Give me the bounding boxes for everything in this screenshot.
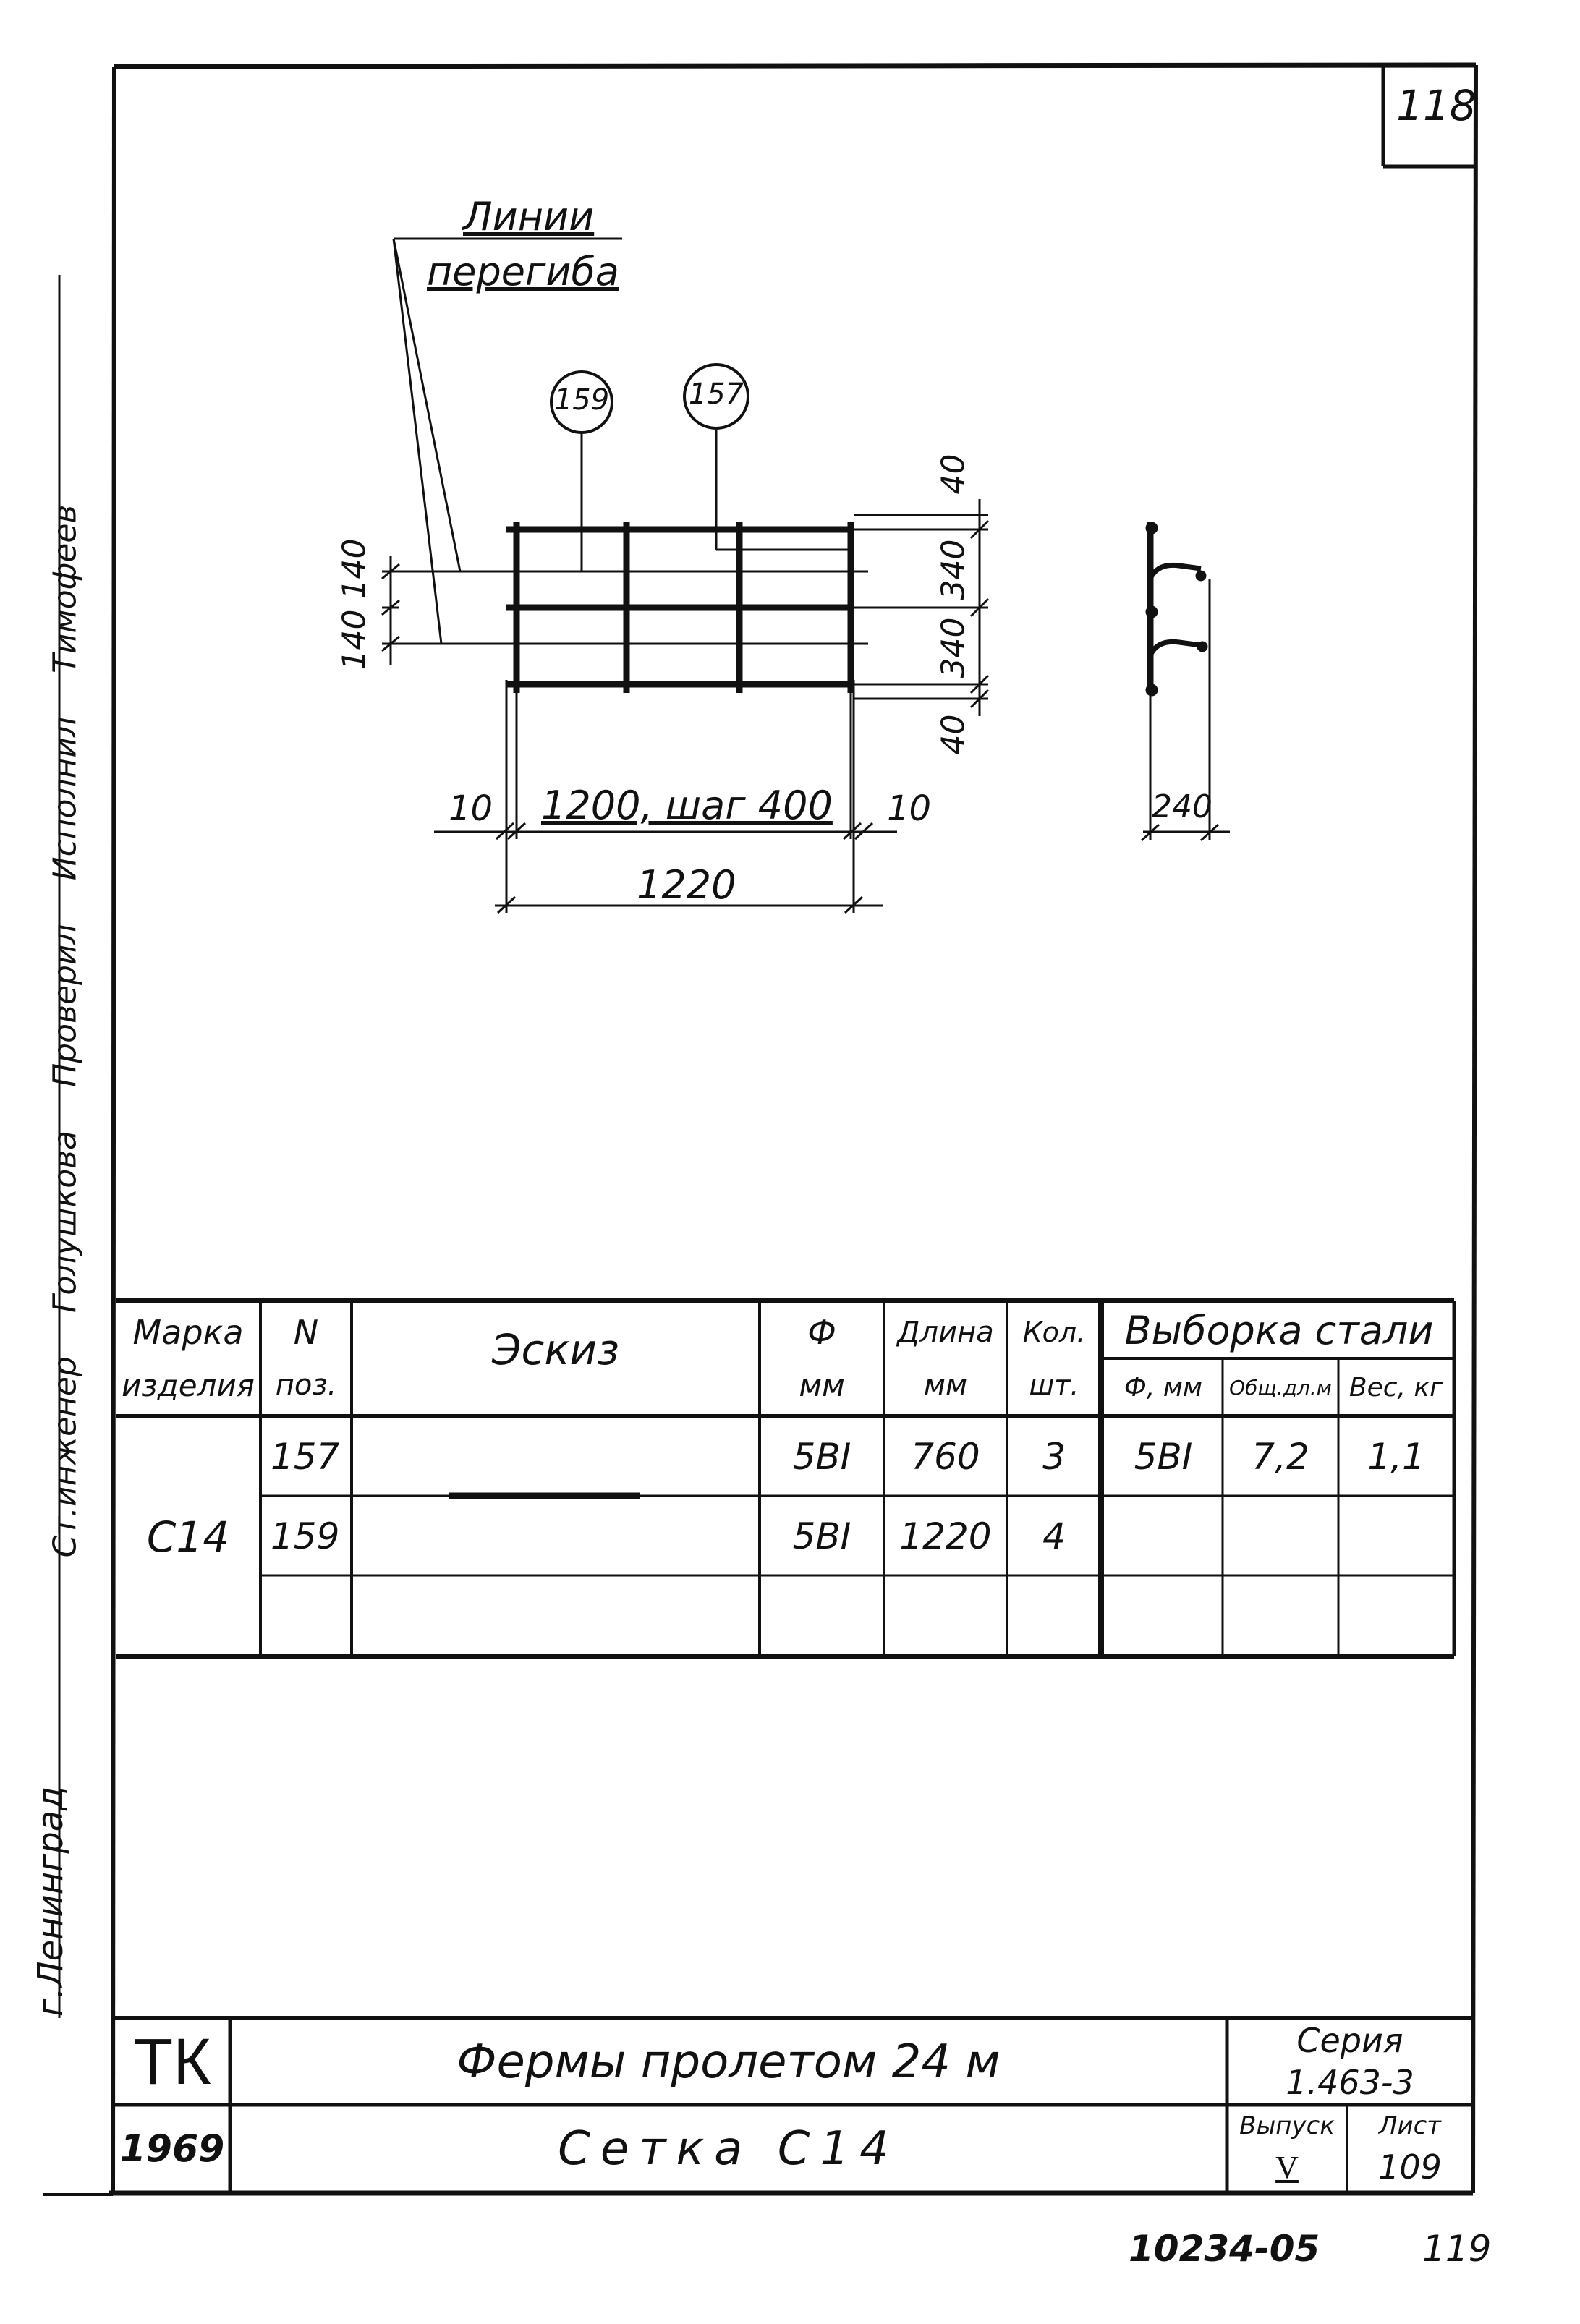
header-steel-total: Общ.дл.м <box>1229 1375 1332 1400</box>
header-dia-2: мм <box>799 1367 845 1403</box>
table-row-1-length: 760 <box>911 1436 980 1478</box>
header-mark-2: изделия <box>122 1367 255 1403</box>
sheet-label: Лист <box>1378 2111 1442 2140</box>
dim-right-bottom: 40 <box>935 714 972 755</box>
header-length-2: мм <box>923 1369 968 1402</box>
header-dia: Ф <box>807 1313 836 1352</box>
sheet-frame <box>43 62 1478 2196</box>
document-title: Фермы пролетом 24 м <box>456 2035 1001 2089</box>
steel-weight: 1,1 <box>1367 1436 1425 1478</box>
mesh-plan <box>383 237 868 693</box>
header-qty: Кол. <box>1022 1316 1086 1348</box>
steel-dia: 5ВI <box>1134 1436 1193 1478</box>
table-row-1-dia: 5ВI <box>792 1436 851 1478</box>
document-subtitle: Сетка С14 <box>558 2122 899 2176</box>
mesh-profile <box>1140 522 1230 842</box>
series-value: 1.463-3 <box>1286 2063 1414 2102</box>
table-row-2-qty: 4 <box>1042 1515 1066 1557</box>
dim-left-spacing: 140 140 <box>336 538 373 671</box>
side-stamp-signature: Исполнил <box>46 716 84 881</box>
bend-lines-label-1: Линии <box>463 194 595 239</box>
title-org: ТК <box>133 2025 211 2098</box>
table-row-1-pos: 157 <box>271 1436 340 1478</box>
header-length: Длина <box>897 1316 994 1349</box>
dim-right-top: 40 <box>935 454 972 495</box>
issue-label: Выпуск <box>1239 2111 1335 2140</box>
series-label: Серия <box>1296 2021 1403 2060</box>
side-stamp-signatures: Ст.инженер Голушкова Проверил Исполнил Т… <box>47 417 84 1646</box>
title-block-grid <box>114 2016 1473 2193</box>
side-stamp-signature: Ст.инженер <box>46 1356 84 1558</box>
table-row-2-length: 1220 <box>899 1515 992 1557</box>
header-qty-2: шт. <box>1029 1369 1079 1401</box>
side-stamp-signature: Проверил <box>46 924 84 1087</box>
dim-overall: 1220 <box>637 862 736 908</box>
side-stamp-signature: Тимофеев <box>46 504 84 673</box>
dim-edge-left: 10 <box>449 788 493 829</box>
side-stamp-signature: Голушкова <box>46 1130 84 1314</box>
spec-table-grid <box>116 1298 1456 1659</box>
issue-value: V <box>1275 2149 1299 2185</box>
title-year: 1969 <box>119 2127 225 2171</box>
header-steel-weight: Вес, кг <box>1348 1372 1444 1403</box>
dim-right-a: 340 <box>935 539 972 600</box>
dim-edge-right: 10 <box>887 788 932 829</box>
table-row-1-qty: 3 <box>1042 1436 1066 1478</box>
header-steel-dia: Ф, мм <box>1124 1372 1203 1403</box>
header-sketch: Эскиз <box>492 1325 619 1374</box>
header-mark: Марка <box>132 1313 244 1352</box>
bottom-doc-number: 10234-05 <box>1129 2228 1320 2270</box>
header-pos: N <box>293 1313 319 1352</box>
table-row-2-dia: 5ВI <box>792 1515 851 1557</box>
table-row-2-pos: 159 <box>271 1515 340 1557</box>
dim-main: 1200, шаг 400 <box>541 783 833 828</box>
steel-total: 7,2 <box>1252 1436 1309 1478</box>
header-pos-2: поз. <box>275 1369 337 1402</box>
sheet-corner-number: 118 <box>1396 81 1477 130</box>
sheet-value: 109 <box>1378 2148 1442 2187</box>
position-tag-157: 157 <box>688 378 744 411</box>
side-stamp-city: г.Ленинград <box>30 1786 71 2017</box>
dimension-lines <box>381 499 990 914</box>
bend-lines-label-2: перегиба <box>427 249 619 294</box>
header-steel-group: Выборка стали <box>1124 1307 1434 1353</box>
bottom-page-number: 119 <box>1422 2228 1492 2270</box>
position-tag-159: 159 <box>553 383 610 417</box>
row-mark: С14 <box>146 1512 230 1562</box>
dim-right-b: 340 <box>935 617 972 678</box>
dim-profile-width: 240 <box>1152 788 1212 825</box>
